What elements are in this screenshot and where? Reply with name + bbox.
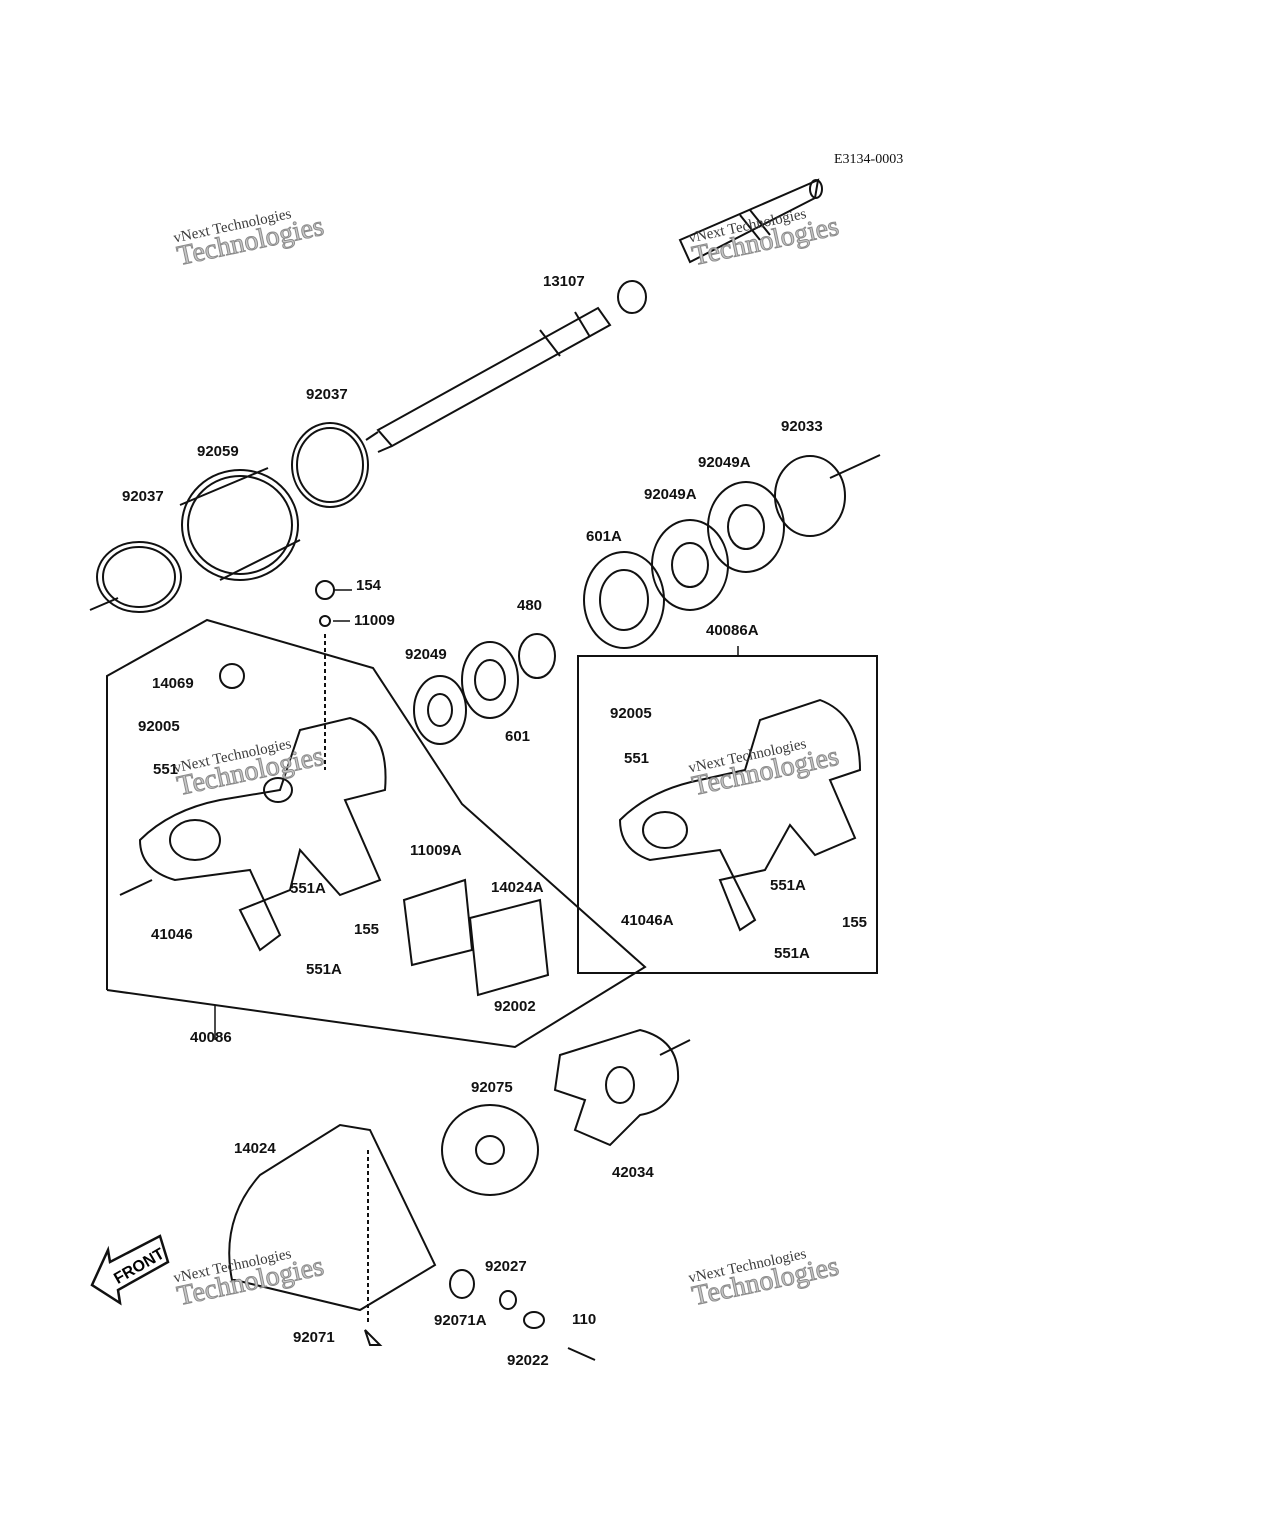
part-label: 551A	[774, 945, 810, 962]
part-label: 92027	[485, 1258, 527, 1275]
part-label: 92071	[293, 1329, 335, 1346]
part-label: 41046	[151, 926, 193, 943]
part-label: 155	[354, 921, 380, 938]
part-label: 551A	[770, 877, 806, 894]
part-label: 92037	[122, 488, 164, 505]
part-label: 551	[624, 750, 650, 767]
part-label: 92071A	[434, 1312, 487, 1329]
part-label: 11009A	[410, 842, 462, 859]
part-label: 92059	[197, 443, 239, 460]
drive-shaft	[365, 178, 823, 453]
part-label: 92049A	[644, 486, 697, 503]
part-label: 40086	[190, 1029, 232, 1046]
part-label: 92033	[781, 418, 823, 435]
part-label: 11009	[354, 612, 395, 629]
part-label: 92049A	[698, 454, 751, 471]
part-label: 92037	[306, 386, 348, 403]
coupling-parts	[441, 1028, 691, 1196]
part-label: 42034	[612, 1164, 654, 1181]
part-label: 14024A	[491, 879, 544, 896]
part-label: 110	[572, 1311, 597, 1328]
part-label: 601A	[586, 528, 622, 545]
cover-14024	[228, 1123, 596, 1361]
front-arrow-icon	[90, 1234, 170, 1306]
part-label: 92002	[494, 998, 536, 1015]
part-label: 14069	[152, 675, 194, 692]
part-label: 92005	[610, 705, 652, 722]
part-label: 41046A	[621, 912, 674, 929]
part-label: 551A	[290, 880, 326, 897]
part-label: 92075	[471, 1079, 513, 1096]
hose-and-clamps	[89, 422, 369, 613]
diagram-code: E3134-0003	[834, 152, 904, 167]
part-label: 551	[153, 761, 179, 778]
part-label: 92049	[405, 646, 447, 663]
bearings-and-seals	[413, 454, 881, 745]
part-label: 14024	[234, 1140, 276, 1157]
housing-assembly-40086	[106, 580, 647, 1049]
part-label: 13107	[543, 273, 585, 290]
part-label: 154	[356, 577, 382, 594]
part-label: 92022	[507, 1352, 549, 1369]
part-label: 551A	[306, 961, 342, 978]
part-label: 40086A	[706, 622, 759, 639]
housing-assembly-40086A	[577, 655, 878, 974]
part-label: 480	[517, 597, 543, 614]
part-label: 155	[842, 914, 868, 931]
part-label: 601	[505, 728, 531, 745]
part-label: 92005	[138, 718, 180, 735]
leader-lines	[214, 589, 739, 1040]
